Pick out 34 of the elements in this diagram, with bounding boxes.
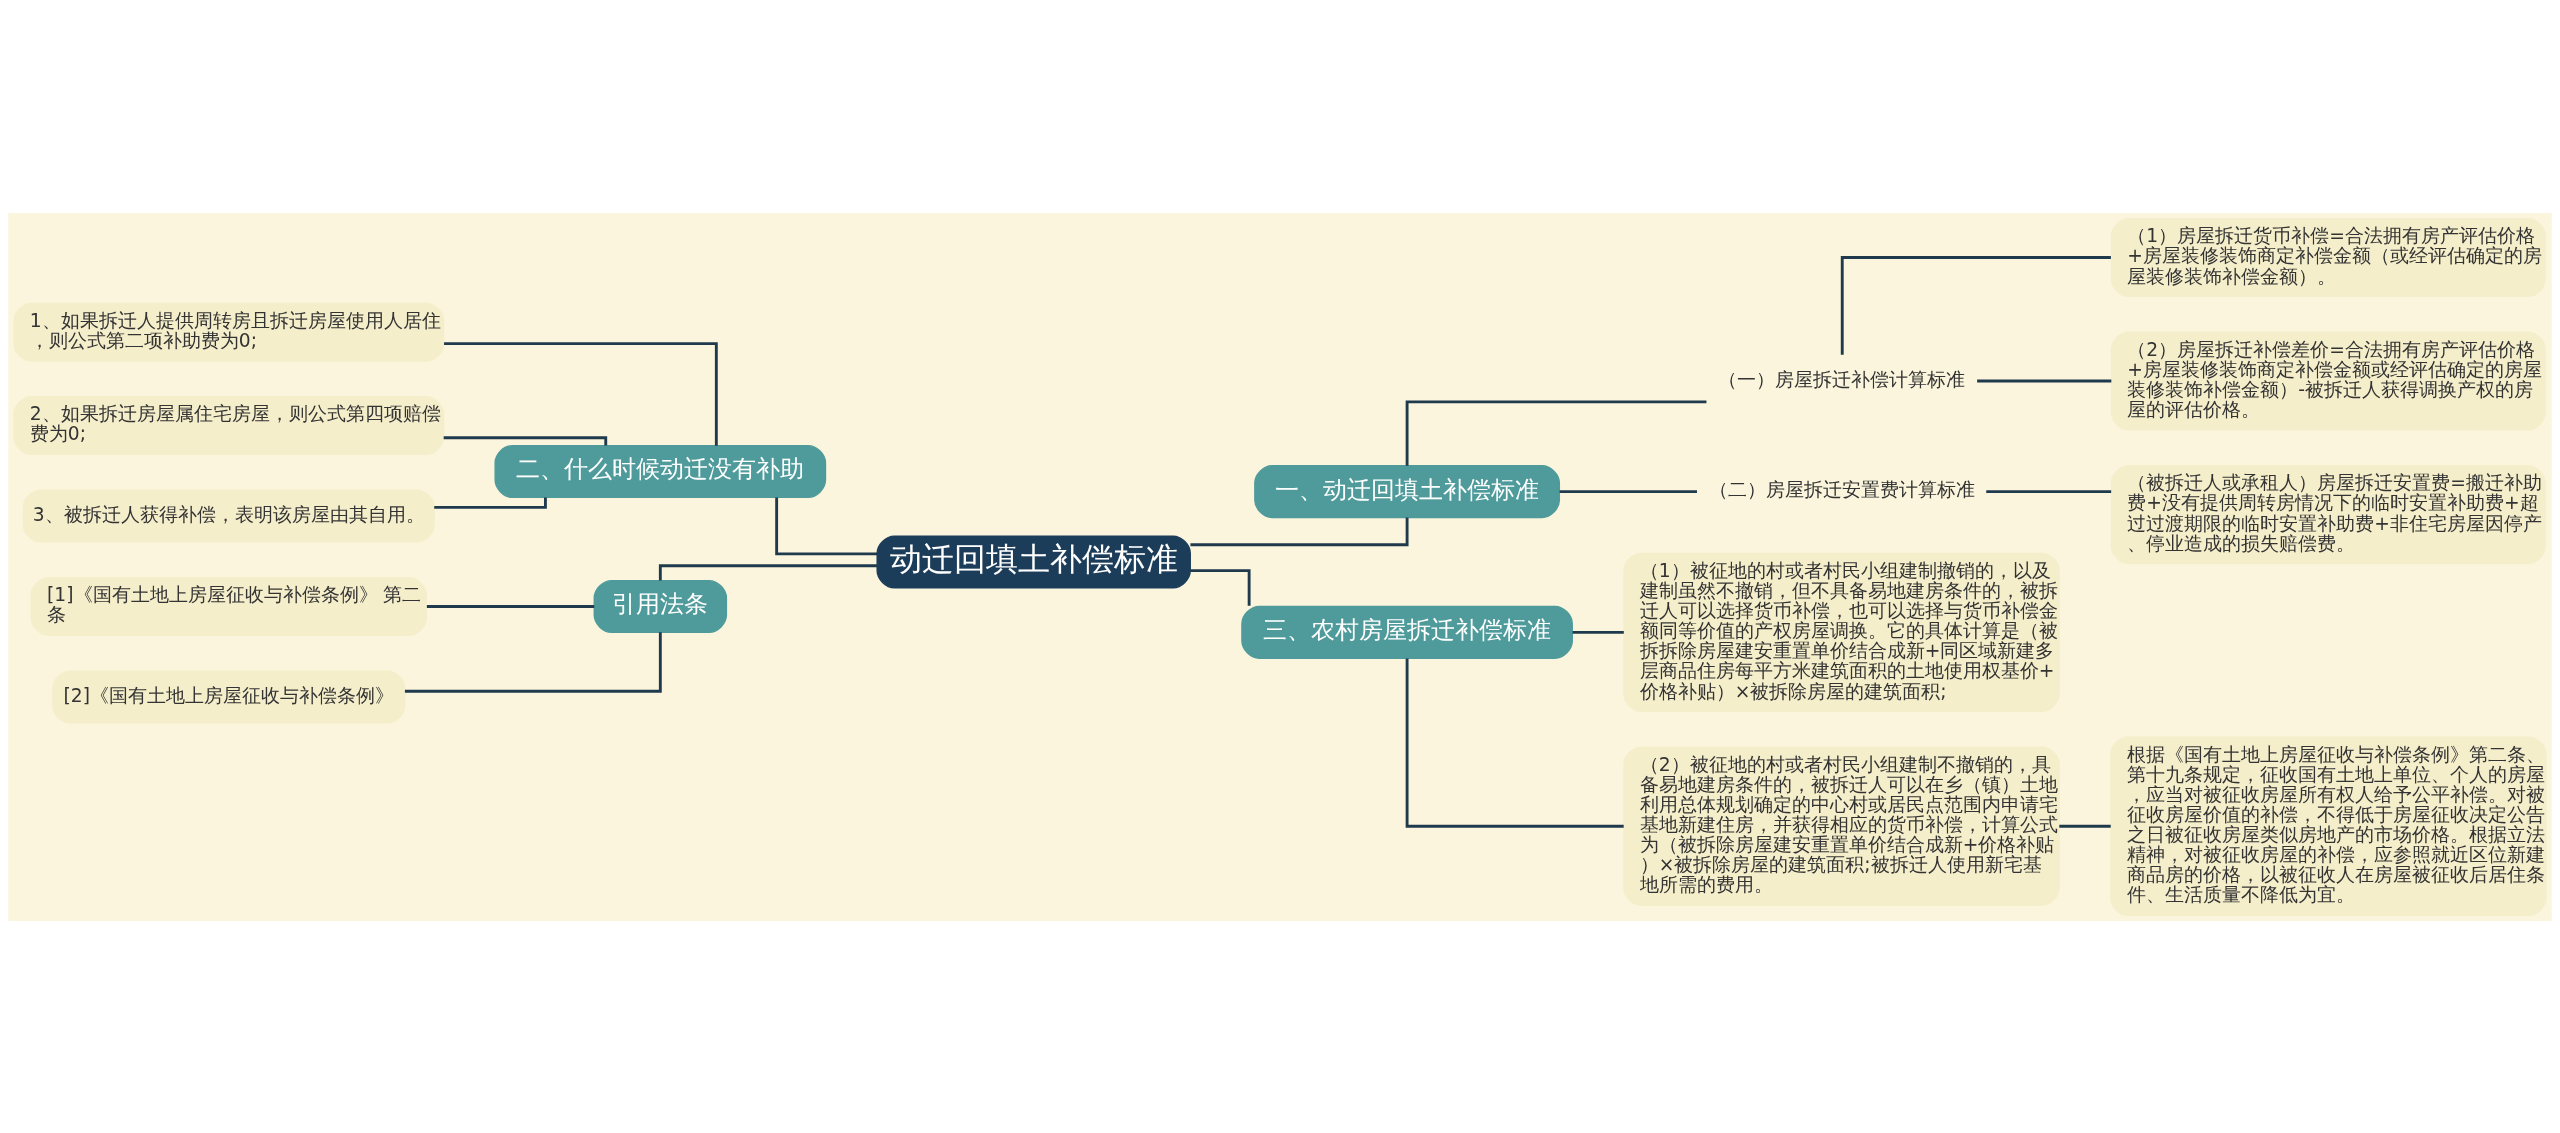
connector — [426, 604, 595, 608]
node-box: 一、动迁回填土补偿标准 — [1254, 464, 1561, 518]
node-box: 三、农村房屋拆迁补偿标准 — [1241, 605, 1573, 659]
node-text: （二）房屋拆迁安置费计算标准 — [1708, 478, 1975, 500]
node-text: （一）房屋拆迁补偿计算标准 — [1718, 368, 1966, 390]
connector — [1977, 379, 2112, 382]
connector — [1405, 399, 1707, 466]
node-box: （2）房屋拆迁补偿差价=合法拥有房产评估价格+房屋装修装饰商定补偿金额或经评估确定的房屋装修装饰补偿金额）-被拆迁人获得调换产权的房屋的评估价格。 — [2110, 330, 2546, 431]
connector — [1559, 489, 1697, 493]
connector — [1190, 517, 1409, 546]
connector — [1405, 658, 1624, 828]
connector — [444, 341, 718, 446]
connector — [775, 497, 878, 555]
connector — [443, 435, 608, 446]
connector — [434, 497, 547, 509]
node-box: 1、如果拆迁人提供周转房且拆迁房屋使用人居住，则公式第二项补助费为0; — [13, 302, 445, 362]
node-box: [1]《国有土地上房屋征收与补偿条例》 第二条 — [30, 576, 427, 636]
node-box: 二、什么时候动迁没有补助 — [494, 444, 827, 498]
node-box: （被拆迁人或承租人）房屋拆迁安置费=搬迁补助费+没有提供周转房情况下的临时安置补助费+超过过渡期限的临时安置补助费+非住宅房屋因停产、停业造成的损失赔偿费。 — [2110, 464, 2546, 564]
node-box: 动迁回填土补偿标准 — [876, 534, 1191, 589]
node-box: 2、如果拆迁房屋属住宅房屋，则公式第四项赔偿费为0; — [13, 395, 445, 455]
node-box: （1）房屋拆迁货币补偿=合法拥有房产评估价格+房屋装修装饰商定补偿金额（或经评估确定的房屋装修装饰补偿金额）。 — [2110, 217, 2546, 297]
node-box: 3、被拆迁人获得补偿，表明该房屋由其自用。 — [22, 488, 435, 543]
connector — [1986, 489, 2112, 493]
node-box: 根据《国有土地上房屋征收与补偿条例》第二条、第十九条规定，征收国有土地上单位、个人的房屋，应当对被征收房屋所有权人给予公平补偿。对被征收房屋价值的补偿，不得低于房屋征收决定公告之日被征收房屋类似房地产的市场价格。根据立法精神，对被征收房屋的补偿，应参照就近区位新建商品房的价格，以被征收人在房屋被征收后居住条件、生活质量不降低为宜。 — [2110, 735, 2547, 916]
node-box: （2）被征地的村或者村民小组建制不撤销的，具备易地建房条件的，被拆迁人可以在乡（镇）土地利用总体规划确定的中心村或居民点范围内申请宅基地新建住房，并获得相应的货币补偿，计算公式为（被拆除房屋建安重置单价结合成新+价格补贴）×被拆除房屋的建筑面积;被拆迁人使用新宅基地所需的费用。 — [1623, 746, 2060, 906]
connector — [658, 563, 877, 580]
connector — [1572, 630, 1624, 634]
node-box: [2]《国有土地上房屋征收与补偿条例》 — [52, 669, 406, 724]
connector — [1840, 255, 2111, 355]
connector — [2059, 824, 2111, 828]
node-box: （1）被征地的村或者村民小组建制撤销的，以及建制虽然不撤销，但不具备易地建房条件的，被拆迁人可以选择货币补偿，也可以选择与货币补偿金额同等价值的产权房屋调换。它的具体计算是（被拆拆除房屋建安重置单价结合成新+同区域新建多层商品住房每平方米建筑面积的土地使用权基价+价格补贴）×被拆除房屋的建筑面积; — [1623, 552, 2060, 712]
connector — [404, 631, 662, 693]
node-box: 引用法条 — [593, 579, 728, 633]
